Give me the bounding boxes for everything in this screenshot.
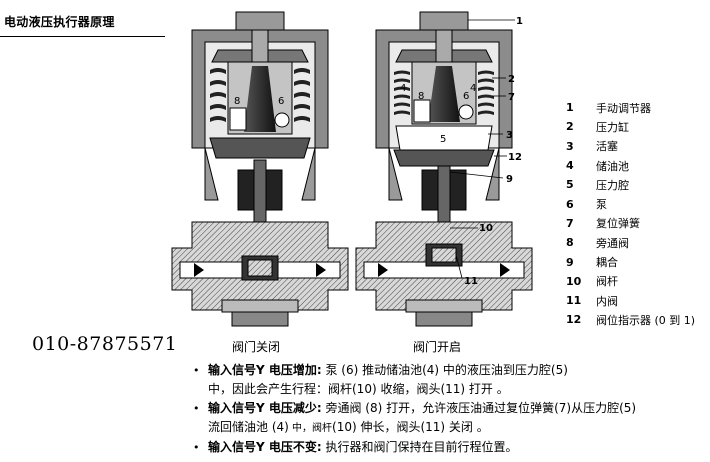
legend-label: 旁通阀 xyxy=(596,236,629,250)
note-text: (10) 伸长，阀头(11) 关闭 。 xyxy=(332,420,489,434)
legend-label: 储油池 xyxy=(596,159,629,173)
chamber-label-6-left: 6 xyxy=(278,96,284,107)
operation-notes: • 输入信号Y 电压增加: 泵 (6) 推动储油池(4) 中的液压油到压力腔(5)… xyxy=(193,361,636,457)
chamber-label-5: 5 xyxy=(440,134,446,145)
legend-label: 耦合 xyxy=(596,256,618,270)
note-increase-cont: 中，因此会产生行程：阀杆(10) 收缩，阀头(11) 打开 。 xyxy=(193,380,636,399)
legend-label: 手动调节器 xyxy=(596,101,651,115)
legend-label: 内阀 xyxy=(596,294,618,308)
note-text: 流回储油池 (4) xyxy=(208,420,289,434)
legend-num: 12 xyxy=(566,313,582,327)
legend-item: 9 耦合 xyxy=(566,252,695,271)
caption-valve-open: 阀门开启 xyxy=(413,340,462,354)
callout-3: 3 xyxy=(506,130,513,141)
legend-num: 10 xyxy=(566,274,582,288)
bullet-icon: • xyxy=(193,402,200,415)
chamber-label-8-left: 8 xyxy=(234,96,240,107)
callout-9: 9 xyxy=(506,174,513,185)
callout-11: 11 xyxy=(464,276,478,287)
note-heading: 输入信号Y 电压不变: xyxy=(208,440,322,454)
legend-item: 5 压力腔 xyxy=(566,175,695,194)
note-text: 泵 (6) 推动储油池(4) 中的液压油到压力腔(5) xyxy=(321,363,568,377)
legend-item: 11 内阀 xyxy=(566,291,695,310)
note-heading: 输入信号Y 电压增加: xyxy=(208,363,322,377)
chamber-label-4-left: 4 xyxy=(400,83,406,94)
legend-item: 1 手动调节器 xyxy=(566,98,695,117)
legend-num: 1 xyxy=(566,101,574,115)
callout-1: 1 xyxy=(516,16,523,27)
legend-item: 2 压力缸 xyxy=(566,117,695,136)
callout-10: 10 xyxy=(479,223,493,234)
bullet-icon: • xyxy=(193,441,200,454)
legend-num: 4 xyxy=(566,159,574,173)
legend-num: 2 xyxy=(566,120,574,134)
contact-phone: 010-87875571 xyxy=(32,333,178,355)
note-heading: 输入信号Y 电压减少: xyxy=(208,401,322,415)
legend-num: 7 xyxy=(566,216,574,230)
legend-label: 活塞 xyxy=(596,140,618,154)
legend-label: 复位弹簧 xyxy=(596,217,640,231)
page-title: 电动液压执行器原理 xyxy=(4,15,115,29)
legend-num: 6 xyxy=(566,197,574,211)
legend-item: 12 阀位指示器 (0 到 1) xyxy=(566,310,695,329)
right-actuator xyxy=(355,11,533,327)
callout-7: 7 xyxy=(508,92,515,103)
legend-label: 压力腔 xyxy=(596,178,629,192)
left-actuator xyxy=(171,11,349,327)
legend-label: 泵 xyxy=(596,198,607,212)
chamber-label-8-right: 8 xyxy=(418,91,424,102)
legend-num: 3 xyxy=(566,139,574,153)
note-steady: • 输入信号Y 电压不变: 执行器和阀门保持在目前行程位置。 xyxy=(193,438,636,457)
chamber-label-6-right: 6 xyxy=(463,91,469,102)
note-text: 中，因此会产生行程：阀杆(10) 收缩，阀头(11) 打开 。 xyxy=(208,382,509,396)
legend-item: 8 旁通阀 xyxy=(566,233,695,252)
chamber-label-4-right: 4 xyxy=(470,83,476,94)
legend-label: 阀杆 xyxy=(596,275,618,289)
legend-num: 9 xyxy=(566,255,574,269)
note-increase: • 输入信号Y 电压增加: 泵 (6) 推动储油池(4) 中的液压油到压力腔(5) xyxy=(193,361,636,380)
note-text-small: 中，阀杆 xyxy=(288,423,333,434)
legend-item: 4 储油池 xyxy=(566,156,695,175)
legend-num: 11 xyxy=(566,294,582,308)
note-decrease: • 输入信号Y 电压减少: 旁通阀 (8) 打开，允许液压油通过复位弹簧(7)从压… xyxy=(193,399,636,418)
legend-label: 阀位指示器 (0 到 1) xyxy=(596,313,696,327)
legend-label: 压力缸 xyxy=(596,120,629,134)
callout-12: 12 xyxy=(508,152,522,163)
legend-item: 10 阀杆 xyxy=(566,272,695,291)
bullet-icon: • xyxy=(193,364,200,377)
note-text: 旁通阀 (8) 打开，允许液压油通过复位弹簧(7)从压力腔(5) xyxy=(321,401,637,415)
title-underline xyxy=(0,36,165,37)
legend-num: 8 xyxy=(566,236,574,250)
note-text: 执行器和阀门保持在目前行程位置。 xyxy=(321,440,518,454)
caption-valve-closed: 阀门关闭 xyxy=(232,340,281,354)
actuator-diagram: 4 4 5 8 6 8 6 1 2 7 3 12 9 10 11 xyxy=(171,11,533,327)
legend-item: 3 活塞 xyxy=(566,137,695,156)
legend-num: 5 xyxy=(566,178,574,192)
callout-2: 2 xyxy=(508,74,515,85)
legend-item: 7 复位弹簧 xyxy=(566,214,695,233)
note-decrease-cont: 流回储油池 (4) 中，阀杆(10) 伸长，阀头(11) 关闭 。 xyxy=(193,418,636,438)
